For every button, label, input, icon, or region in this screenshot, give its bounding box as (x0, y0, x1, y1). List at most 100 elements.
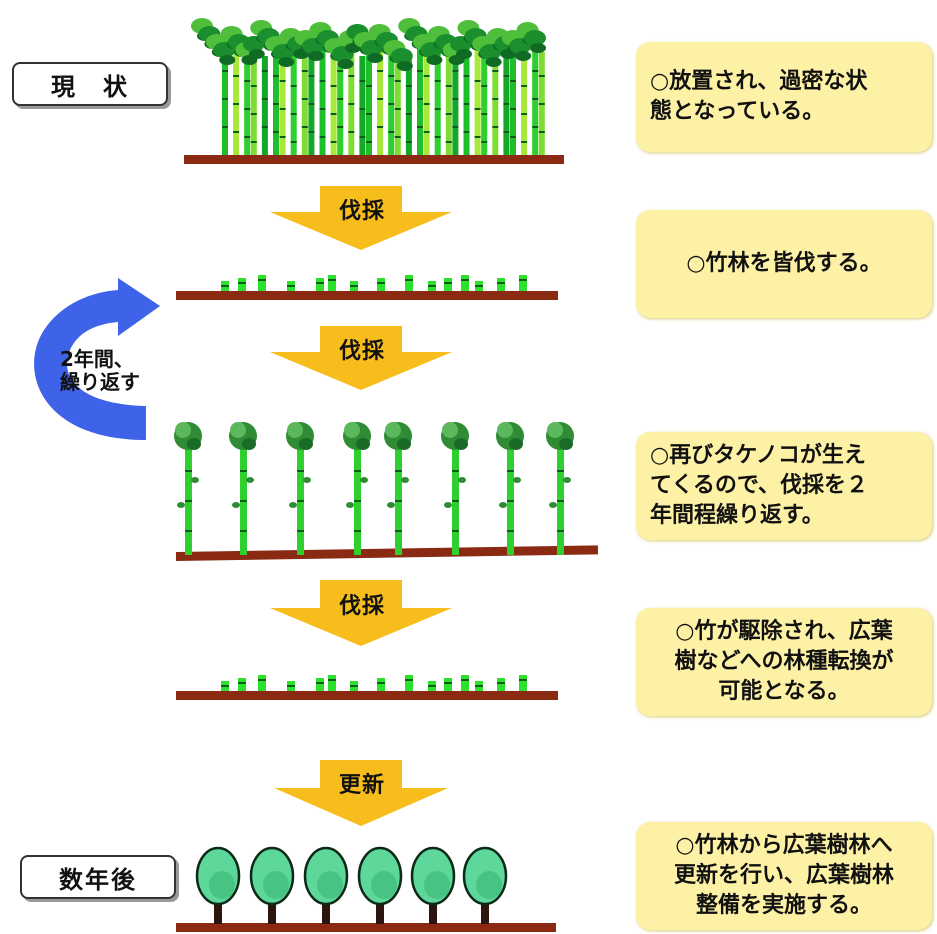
bamboo-leaf-cluster (485, 57, 502, 67)
bamboo-node (279, 136, 286, 138)
bamboo-leaf-cluster (464, 28, 487, 44)
bamboo-leaf-cluster (384, 422, 412, 450)
bamboo-node (394, 108, 401, 110)
bamboo-leaf-cluster (547, 422, 563, 438)
bamboo-stump (519, 675, 527, 691)
bamboo-leaf-cluster (191, 18, 213, 34)
bamboo-node (394, 80, 401, 82)
bamboo-stump (350, 281, 358, 291)
bamboo-leaf-cluster (205, 34, 228, 50)
tree-canopy (195, 846, 241, 906)
bamboo-node (388, 103, 395, 105)
bamboo-leaf-cluster (361, 40, 384, 56)
bamboo-node (290, 141, 297, 143)
bamboo-stump (519, 275, 527, 291)
bamboo-node (519, 279, 527, 281)
bamboo-node (461, 279, 469, 281)
bamboo-leaf-cluster (257, 28, 280, 44)
tree-branch (370, 890, 382, 902)
bamboo-node (452, 470, 459, 472)
bamboo-node (507, 530, 514, 532)
tree-branch (216, 895, 228, 907)
bamboo-stalk (240, 440, 247, 555)
bamboo-stump (377, 278, 385, 291)
bamboo-node (240, 500, 247, 502)
bamboo-leaf-cluster (265, 36, 287, 52)
bamboo-leaf-cluster (389, 53, 406, 63)
bamboo-node (395, 500, 402, 502)
bamboo-leaf-cluster (383, 40, 406, 56)
bamboo-leaf (346, 502, 354, 508)
bamboo-leaf-cluster (248, 49, 265, 59)
bamboo-stump (405, 275, 413, 291)
bamboo-leaf-cluster (478, 49, 495, 59)
bamboo-stump (238, 678, 246, 691)
note-removed: ○竹が駆除され、広葉 樹などへの林種転換が 可能となる。 (636, 608, 932, 716)
bamboo-leaf-cluster (330, 51, 347, 61)
bamboo-node (258, 279, 266, 281)
bamboo-node (538, 75, 545, 77)
bamboo-stalk (532, 48, 539, 155)
tree-canopy-shade (424, 871, 450, 899)
bamboo-leaf-cluster (287, 422, 303, 438)
bamboo-stalk (261, 56, 268, 155)
bamboo-stump (497, 278, 505, 291)
bamboo-node (394, 136, 401, 138)
bamboo-leaf-cluster (285, 41, 302, 51)
bamboo-node (428, 685, 436, 687)
bamboo-leaf-cluster (450, 36, 472, 52)
bamboo-stump (238, 278, 246, 291)
bamboo-stump (287, 681, 295, 691)
bamboo-leaf (360, 477, 368, 483)
bamboo-leaf-cluster (454, 438, 468, 450)
bamboo-stump (461, 675, 469, 691)
stage-label-after: 数年後 (20, 855, 176, 899)
bamboo-node (350, 685, 358, 687)
bamboo-leaf-cluster (219, 55, 236, 65)
bamboo-node (475, 685, 483, 687)
bamboo-leaf-cluster (226, 39, 243, 49)
bamboo-node (532, 126, 539, 128)
bamboo-node (538, 103, 545, 105)
bamboo-stalk (503, 56, 510, 155)
bamboo-leaf-cluster (345, 43, 361, 53)
bamboo-leaf-cluster (546, 422, 574, 450)
bamboo-stump (258, 675, 266, 691)
tree-canopy-shade (263, 871, 289, 899)
bamboo-node (359, 136, 366, 138)
bamboo-leaf-cluster (279, 28, 302, 44)
bamboo-node (452, 126, 459, 128)
bamboo-stalk (330, 44, 337, 155)
bamboo-leaf-cluster (353, 32, 376, 48)
bamboo-node (316, 682, 324, 684)
bamboo-stalk (394, 52, 401, 155)
bamboo-node (444, 282, 452, 284)
bamboo-node (497, 282, 505, 284)
bamboo-node (521, 113, 528, 115)
bamboo-node (222, 126, 228, 128)
bamboo-node (510, 136, 516, 138)
bamboo-leaf-cluster (315, 35, 332, 45)
bamboo-leaf-cluster (287, 36, 310, 52)
bamboo-leaf-cluster (316, 30, 339, 46)
bamboo-node (273, 131, 279, 133)
bamboo-leaf-cluster (300, 43, 317, 53)
tree-branch (208, 890, 220, 902)
bamboo-stump (475, 681, 483, 691)
bamboo-leaf-cluster (497, 422, 513, 438)
bamboo-leaf-cluster (516, 22, 539, 38)
bamboo-node (521, 85, 528, 87)
bamboo-node (222, 98, 228, 100)
bamboo-node (308, 131, 315, 133)
bamboo-leaf-cluster (220, 26, 243, 42)
note-clearcut: ○竹林を皆伐する。 (636, 210, 932, 318)
stage-label-current: 現 状 (12, 62, 168, 106)
tree-canopy (357, 846, 403, 906)
bamboo-node (301, 98, 308, 100)
bamboo-leaf-cluster (197, 31, 213, 41)
tree-canopy (462, 846, 508, 906)
bamboo-leaf-cluster (213, 42, 236, 58)
bamboo-leaf-cluster (479, 44, 502, 60)
bamboo-node (287, 285, 295, 287)
bamboo-node (261, 98, 268, 100)
